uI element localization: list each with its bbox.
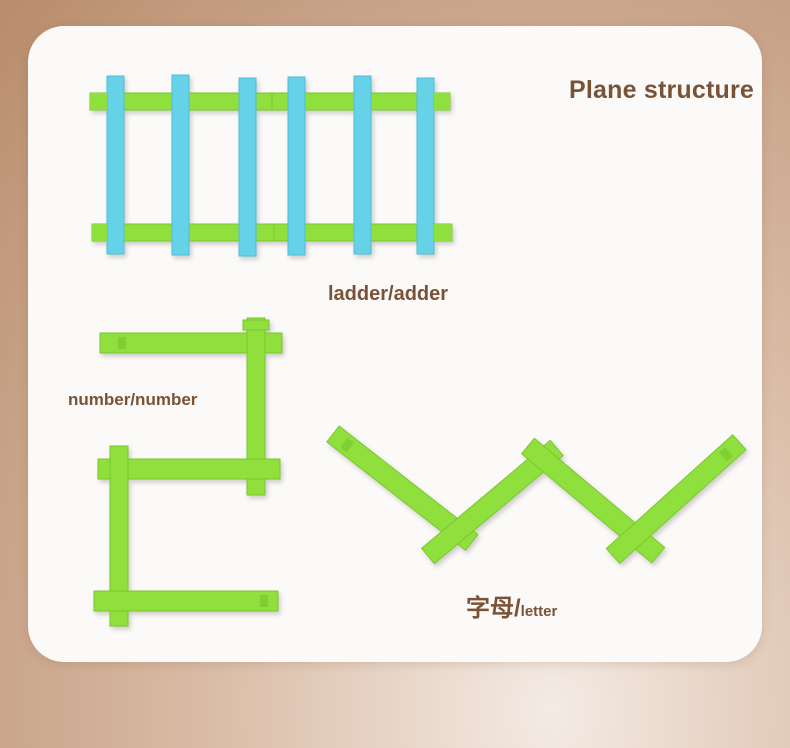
ladder-rung-6 bbox=[416, 77, 435, 255]
page-title: Plane structure bbox=[569, 76, 755, 104]
letter-stroke-2 bbox=[420, 439, 564, 565]
ladder-rung-1 bbox=[106, 75, 125, 255]
number-middle-bar bbox=[97, 458, 281, 480]
number-two-structure bbox=[93, 317, 283, 627]
ladder-structure bbox=[89, 74, 453, 257]
letter-stroke-1 bbox=[326, 425, 479, 551]
number-right-bar bbox=[246, 317, 266, 496]
number-bottom-bar bbox=[93, 590, 279, 612]
letter-caption: 字母/letter bbox=[466, 588, 557, 623]
ladder-rung-2 bbox=[171, 74, 190, 256]
number-top-bar bbox=[99, 332, 283, 354]
ladder-rung-4 bbox=[287, 76, 306, 256]
letter-caption-cn: 字母 bbox=[466, 595, 514, 622]
letter-stroke-4 bbox=[605, 434, 747, 565]
letter-w-structure bbox=[326, 425, 747, 565]
letter-caption-sep: / bbox=[514, 595, 521, 622]
ladder-caption: ladder/adder bbox=[328, 283, 449, 305]
letter-stroke-3 bbox=[520, 437, 666, 564]
number-caption: number/number bbox=[68, 390, 198, 409]
letter-caption-en: letter bbox=[520, 603, 558, 620]
sticks-scene bbox=[89, 74, 747, 627]
product-card: Plane structure ladder/adder number/numb… bbox=[28, 26, 762, 662]
ladder-rung-3 bbox=[238, 77, 257, 257]
ladder-rung-5 bbox=[353, 75, 372, 255]
number-left-bar bbox=[109, 445, 129, 627]
